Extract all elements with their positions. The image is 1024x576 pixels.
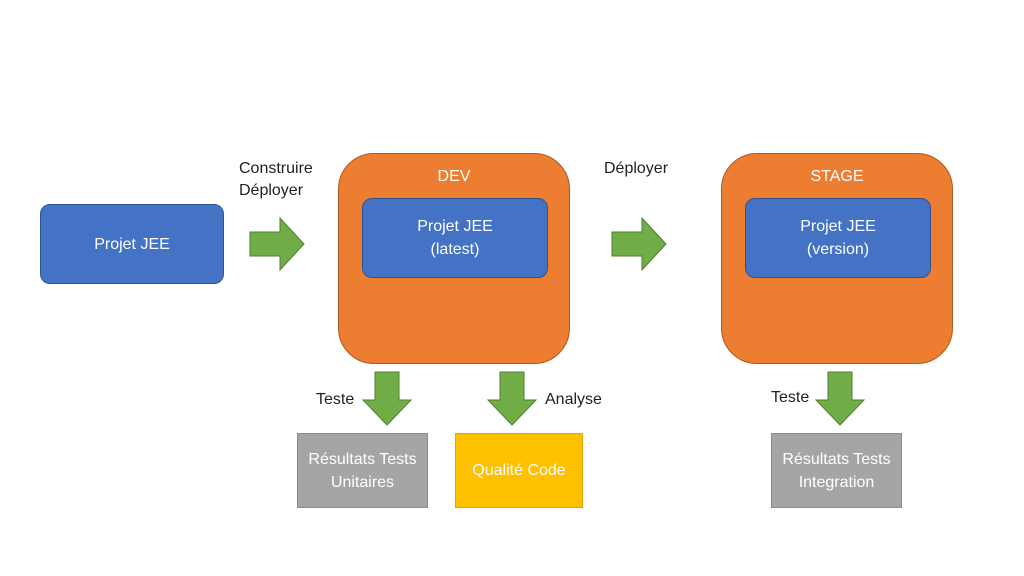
dev-project-label: Projet JEE (latest) <box>417 218 493 258</box>
stage-project-box: Projet JEE (version) <box>745 198 931 278</box>
build-deploy-arrow <box>249 216 305 272</box>
analyse-arrow <box>486 371 538 426</box>
test-dev-label: Teste <box>316 391 355 408</box>
stage-environment: STAGE Projet JEE (version) <box>721 153 953 364</box>
test-dev-arrow <box>361 371 413 426</box>
integration-tests-result-box: Résultats Tests Integration <box>771 433 902 508</box>
code-quality-label: Qualité Code <box>472 462 566 479</box>
stage-environment-title: STAGE <box>810 168 864 185</box>
dev-environment: DEV Projet JEE (latest) <box>338 153 570 364</box>
down-arrow-shape <box>486 371 538 426</box>
deploy-arrow <box>611 216 667 272</box>
analyse-label: Analyse <box>545 391 602 408</box>
unit-tests-result-label: Résultats Tests Unitaires <box>308 450 417 491</box>
down-arrow-shape <box>814 371 866 426</box>
code-quality-box: Qualité Code <box>455 433 583 508</box>
test-stage-label: Teste <box>771 389 810 406</box>
build-deploy-label: Construire Déployer <box>239 160 313 199</box>
dev-project-box: Projet JEE (latest) <box>362 198 548 278</box>
integration-tests-result-label: Résultats Tests Integration <box>782 450 891 491</box>
source-project-box: Projet JEE <box>40 204 224 284</box>
source-project-label: Projet JEE <box>94 235 170 253</box>
deploy-label: Déployer <box>604 160 669 177</box>
unit-tests-result-box: Résultats Tests Unitaires <box>297 433 428 508</box>
stage-project-label: Projet JEE (version) <box>800 218 876 258</box>
right-arrow-shape <box>249 216 305 272</box>
right-arrow-shape <box>611 216 667 272</box>
test-stage-arrow <box>814 371 866 426</box>
down-arrow-shape <box>361 371 413 426</box>
dev-environment-title: DEV <box>437 168 471 185</box>
